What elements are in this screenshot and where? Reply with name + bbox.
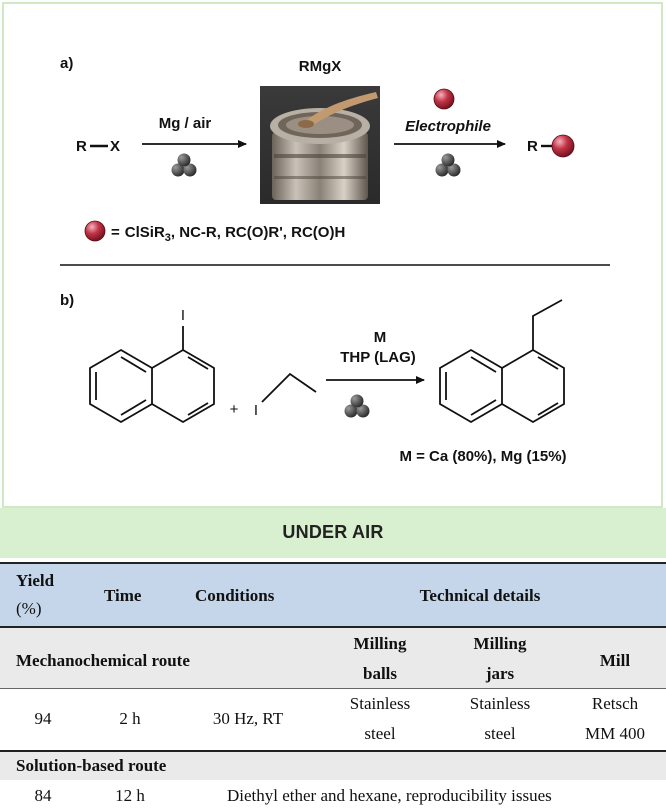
col-milling-balls-line1: Milling — [353, 634, 407, 653]
electrophile-ball-icon — [433, 88, 455, 110]
yield-result: M = Ca (80%), Mg (15%) — [399, 448, 566, 465]
header-time: Time — [104, 586, 142, 605]
part-b-label: b) — [60, 292, 74, 309]
row-divider — [0, 688, 666, 689]
ethyl-chain — [261, 372, 317, 403]
col-milling-balls: Milling balls — [325, 629, 435, 689]
ball-mill-icon — [435, 153, 461, 177]
solution-subheader-row: Solution-based route — [0, 752, 666, 780]
product-ball-icon — [551, 134, 575, 158]
sol-time: 12 h — [115, 786, 145, 805]
col-mill: Mill — [599, 651, 631, 670]
sol-details: Diethyl ether and hexane, reproducibilit… — [227, 786, 552, 805]
intermediate-label: RMgX — [299, 58, 342, 75]
mech-time: 2 h — [119, 709, 141, 728]
reactant-halide: X — [110, 138, 120, 155]
reaction-scheme-panel: a) R X Mg / air RMgX Electrophile — [2, 2, 663, 508]
section-divider — [0, 750, 666, 752]
ball-mill-icon — [344, 394, 370, 418]
sol-yield: 84 — [34, 786, 52, 805]
col-milling-jars-line1: Milling — [473, 634, 527, 653]
header-yield-line1: Yield — [16, 571, 55, 590]
header-yield-line2: (%) — [16, 599, 42, 618]
mech-mill-line2: MM 400 — [585, 724, 645, 743]
iodo-side-label: I — [254, 402, 258, 419]
mech-balls-line2: steel — [364, 724, 396, 743]
header-technical: Technical details — [419, 586, 541, 605]
mechanochemical-label: Mechanochemical route — [16, 651, 190, 670]
ethylnaphthalene-structure — [439, 299, 565, 424]
product-r: R — [527, 138, 538, 155]
arrow-2-electrophile: Electrophile — [405, 118, 491, 135]
mech-conditions: 30 Hz, RT — [212, 709, 284, 728]
col-milling-jars-line2: jars — [485, 664, 515, 683]
milling-jar-photo — [260, 86, 380, 204]
electrophile-legend: =ClSiR3, NC-R, RC(O)R', RC(O)H — [111, 224, 345, 244]
comparison-table: Yield (%) Time Conditions Technical deta… — [0, 562, 666, 811]
iodonaphthalene-structure — [89, 326, 215, 424]
mech-mill: Retsch MM 400 — [565, 689, 665, 749]
solution-label: Solution-based route — [16, 756, 167, 775]
arrow-1-reagent: Mg / air — [159, 115, 212, 132]
col-milling-jars: Milling jars — [445, 629, 555, 689]
table-header: Yield (%) Time Conditions Technical deta… — [0, 562, 666, 628]
mech-balls: Stainless steel — [325, 689, 435, 749]
reaction-scheme-figure: a) R X Mg / air RMgX Electrophile — [60, 55, 610, 465]
arrow-3-metal: M — [374, 329, 387, 346]
mech-jars-line2: steel — [484, 724, 516, 743]
ball-mill-icon — [171, 153, 197, 177]
mech-mill-line1: Retsch — [591, 694, 639, 713]
part-a-label: a) — [60, 55, 73, 72]
col-milling-balls-line2: balls — [362, 664, 398, 683]
under-air-banner: UNDER AIR — [0, 508, 666, 558]
reactant-r: R — [76, 138, 87, 155]
arrow-3-additive: THP (LAG) — [340, 349, 416, 366]
mechanochemical-subheader-row: Mechanochemical route Milling balls Mill… — [0, 628, 666, 688]
header-yield: Yield (%) — [16, 567, 54, 623]
mech-yield: 94 — [34, 709, 52, 728]
header-conditions: Conditions — [195, 586, 275, 605]
mech-jars-line1: Stainless — [469, 694, 531, 713]
plus-sign: + — [230, 401, 239, 418]
mech-balls-line1: Stainless — [349, 694, 411, 713]
mech-jars: Stainless steel — [445, 689, 555, 749]
legend-ball-icon — [84, 220, 106, 242]
iodo-top-label: I — [181, 307, 185, 324]
banner-title: UNDER AIR — [282, 522, 384, 542]
